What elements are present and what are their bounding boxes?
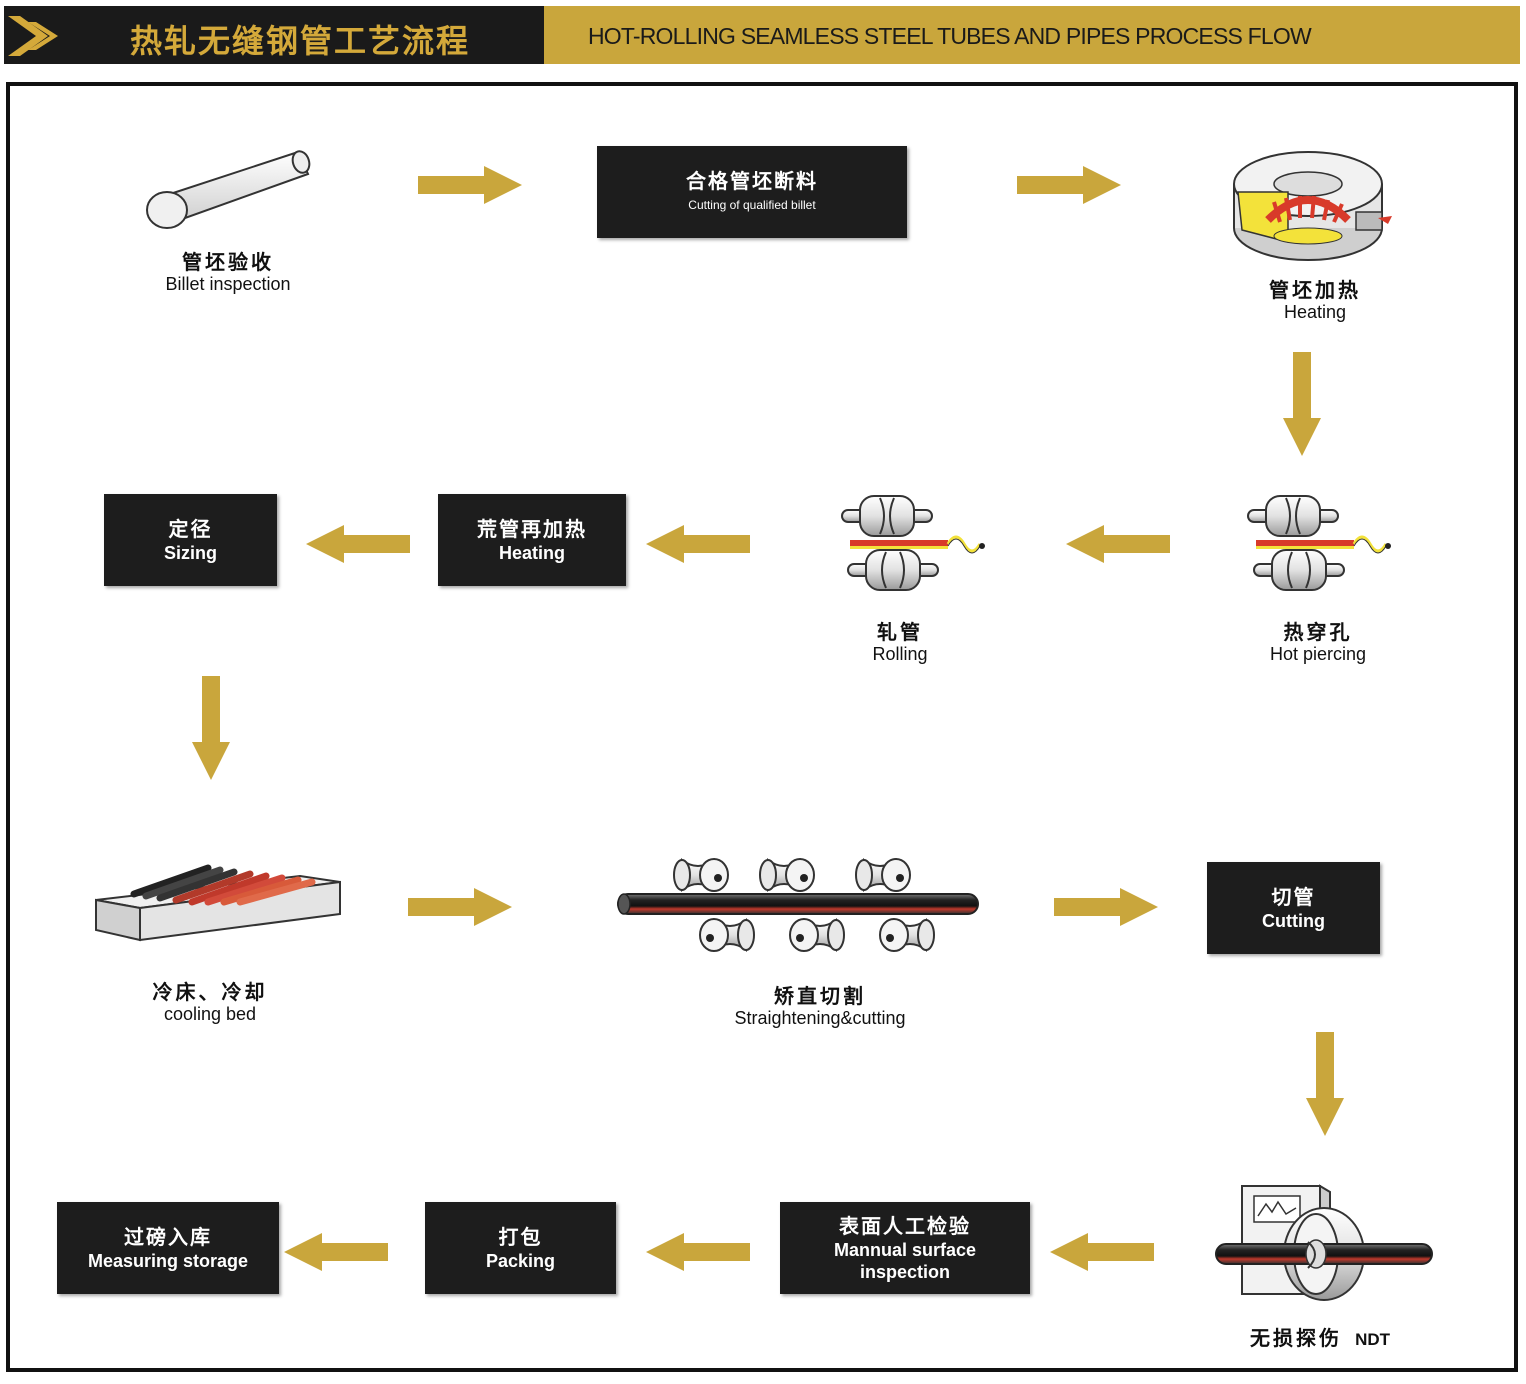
step-label-en: Sizing — [164, 543, 217, 563]
step-label-zh: 矫直切割 — [774, 984, 866, 1008]
banner-right-panel: HOT-ROLLING SEAMLESS STEEL TUBES AND PIP… — [544, 6, 1520, 64]
arrow-down-icon — [1283, 352, 1321, 456]
step-sizing: 定径 Sizing — [104, 494, 277, 586]
arrow-left-icon — [284, 1233, 388, 1271]
arrow-right-icon — [1054, 888, 1158, 926]
step-label-en: Rolling — [872, 644, 928, 664]
arrow-down-icon — [1306, 1032, 1344, 1136]
page-title-zh: 热轧无缝钢管工艺流程 — [130, 22, 471, 60]
step-label-zh: 打包 — [498, 1225, 543, 1249]
straightening-machine-illustration — [617, 858, 979, 952]
step-label-zh: 荒管再加热 — [477, 517, 587, 541]
step-cutting: 切管 Cutting — [1207, 862, 1380, 954]
step-label-en: NDT — [1355, 1330, 1391, 1349]
arrow-left-icon — [1050, 1233, 1154, 1271]
step-hot-piercing: 热穿孔 Hot piercing — [1228, 620, 1408, 664]
header-banner: 热轧无缝钢管工艺流程 HOT-ROLLING SEAMLESS STEEL TU… — [4, 6, 1520, 64]
step-label-zh: 无损探伤 — [1250, 1326, 1342, 1350]
step-label-en: Cutting of qualified billet — [688, 198, 816, 212]
page-title-en: HOT-ROLLING SEAMLESS STEEL TUBES AND PIP… — [588, 23, 1312, 49]
step-label-en: Heating — [498, 543, 565, 563]
arrow-right-icon — [418, 166, 522, 204]
furnace-illustration — [1233, 151, 1392, 261]
step-label-zh: 合格管坯断料 — [686, 169, 818, 193]
arrow-left-icon — [646, 1233, 750, 1271]
arrow-down-icon — [192, 676, 230, 780]
step-reheating: 荒管再加热 Heating — [438, 494, 626, 586]
step-label-en: Mannual surface inspection — [833, 1240, 977, 1282]
arrow-left-icon — [1066, 525, 1170, 563]
step-cooling-bed: 冷床、冷却 cooling bed — [110, 980, 310, 1024]
diagram-frame — [6, 82, 1518, 1372]
rolling-mill-illustration — [841, 495, 985, 591]
step-label-zh: 轧管 — [877, 620, 923, 644]
step-label-en: Cutting — [1262, 911, 1325, 931]
step-label-en: Measuring storage — [87, 1251, 249, 1271]
step-label-en: Packing — [485, 1251, 556, 1271]
step-label-zh: 管坯验收 — [182, 250, 274, 274]
step-label-en: Billet inspection — [165, 274, 291, 294]
step-rolling: 轧管 Rolling — [820, 620, 980, 664]
step-straightening: 矫直切割 Straightening&cutting — [690, 984, 950, 1028]
cooling-bed-illustration — [95, 864, 341, 942]
step-ndt: 无损探伤 NDT — [1250, 1326, 1420, 1350]
step-packing: 打包 Packing — [425, 1202, 616, 1294]
step-label-en: Heating — [1283, 302, 1347, 322]
step-manual-inspection: 表面人工检验 Mannual surface inspection — [780, 1202, 1030, 1294]
arrow-left-icon — [646, 525, 750, 563]
step-label-en: Hot piercing — [1269, 644, 1367, 664]
arrow-right-icon — [408, 888, 512, 926]
step-label-zh: 热穿孔 — [1283, 620, 1353, 644]
step-label-en: Straightening&cutting — [734, 1008, 906, 1028]
step-cutting-billet: 合格管坯断料 Cutting of qualified billet — [597, 146, 907, 238]
ndt-machine-illustration — [1215, 1184, 1433, 1301]
step-label-en: cooling bed — [163, 1004, 257, 1024]
step-label-zh: 切管 — [1271, 885, 1316, 909]
arrow-left-icon — [306, 525, 410, 563]
step-label-zh: 管坯加热 — [1269, 278, 1361, 302]
step-heating: 管坯加热 Heating — [1220, 278, 1410, 322]
step-label-zh: 定径 — [168, 517, 213, 541]
step-billet-inspection: 管坯验收 Billet inspection — [128, 250, 328, 294]
arrow-right-icon — [1017, 166, 1121, 204]
step-measuring-storage: 过磅入库 Measuring storage — [57, 1202, 279, 1294]
banner-left-panel: 热轧无缝钢管工艺流程 — [4, 6, 544, 64]
piercing-mill-illustration — [1247, 495, 1391, 591]
step-label-zh: 表面人工检验 — [839, 1214, 971, 1238]
billet-illustration — [146, 150, 311, 229]
step-label-zh: 过磅入库 — [124, 1225, 212, 1249]
step-label-zh: 冷床、冷却 — [152, 980, 268, 1004]
chevron-right-icon — [8, 16, 58, 56]
